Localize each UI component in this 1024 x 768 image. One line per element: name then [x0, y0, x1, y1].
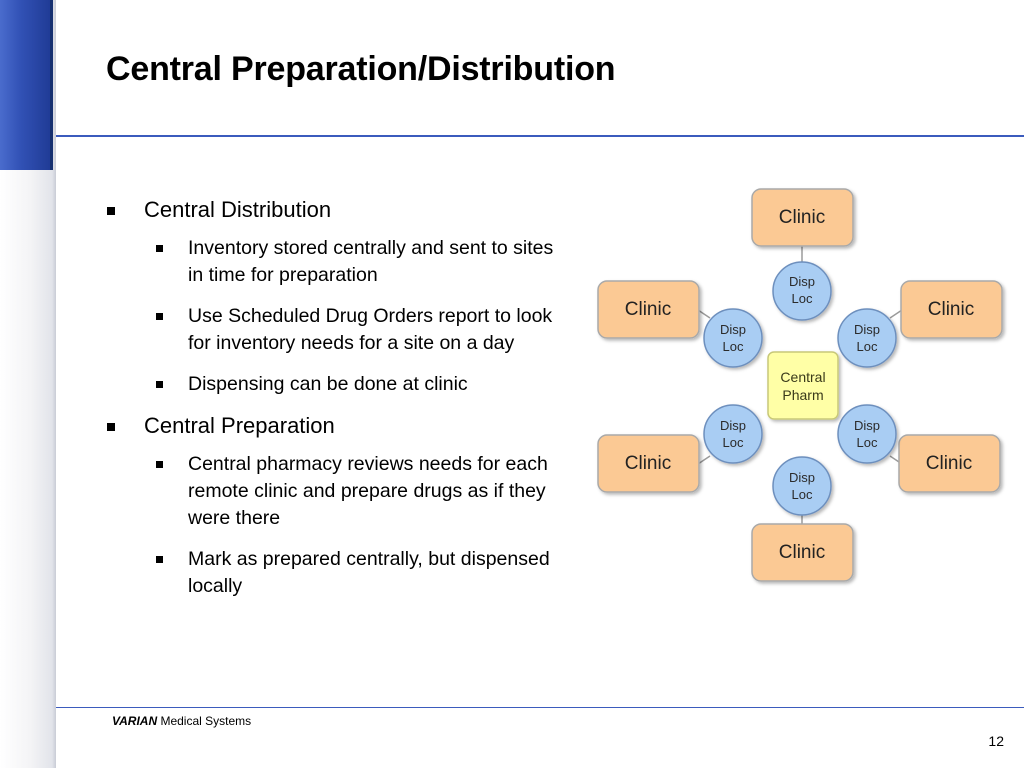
central-pharm-node: Central Pharm	[767, 351, 839, 420]
bullet-central-preparation: Central Preparation	[104, 412, 564, 439]
square-bullet-icon	[107, 207, 115, 215]
title-divider	[56, 135, 1024, 137]
disp-label-line2: Loc	[723, 435, 744, 450]
disp-label-line1: Disp	[789, 470, 815, 485]
square-bullet-icon	[156, 461, 163, 468]
disp-label-line2: Loc	[857, 435, 878, 450]
disp-label-line1: Disp	[854, 322, 880, 337]
sub-bullet-text: Use Scheduled Drug Orders report to look…	[188, 305, 553, 354]
central-label-line1: Central	[780, 369, 825, 385]
distribution-diagram: Clinic Clinic Clinic Clinic Clinic Clini…	[597, 188, 1003, 582]
bullet-text: Central Distribution	[144, 197, 332, 222]
page-number: 12	[988, 733, 1004, 749]
disp-loc-node-bottom: Disp Loc	[772, 456, 832, 516]
sub-bullet: Inventory stored centrally and sent to s…	[144, 235, 564, 289]
square-bullet-icon	[156, 245, 163, 252]
bullet-central-distribution: Central Distribution	[104, 196, 564, 223]
disp-label-line2: Loc	[792, 487, 813, 502]
sub-bullet: Use Scheduled Drug Orders report to look…	[144, 303, 564, 357]
disp-label-line2: Loc	[857, 339, 878, 354]
left-accent-edge	[50, 0, 53, 170]
disp-label-line1: Disp	[720, 418, 746, 433]
footer-brand: VARIAN Medical Systems	[112, 714, 251, 728]
clinic-label: Clinic	[928, 299, 974, 320]
sub-bullet-text: Inventory stored centrally and sent to s…	[188, 237, 554, 286]
bullet-text: Central Preparation	[144, 413, 335, 438]
square-bullet-icon	[107, 423, 115, 431]
bullet-list: Central Distribution Inventory stored ce…	[104, 196, 564, 614]
clinic-node-bottom: Clinic	[751, 523, 854, 582]
disp-label-line1: Disp	[720, 322, 746, 337]
sub-bullet: Central pharmacy reviews needs for each …	[144, 451, 564, 532]
clinic-label: Clinic	[625, 453, 671, 474]
clinic-node-upper-left: Clinic	[597, 280, 700, 339]
disp-loc-node-upper-right: Disp Loc	[837, 308, 897, 368]
disp-label-line1: Disp	[854, 418, 880, 433]
clinic-node-lower-left: Clinic	[597, 434, 700, 493]
brand-suffix: Medical Systems	[157, 714, 252, 728]
clinic-label: Clinic	[779, 542, 825, 563]
connector-line	[889, 309, 903, 319]
sub-bullet-text: Dispensing can be done at clinic	[188, 373, 468, 395]
sub-bullet: Mark as prepared centrally, but dispense…	[144, 546, 564, 600]
left-accent-bar	[0, 0, 52, 170]
clinic-node-top: Clinic	[751, 188, 854, 247]
clinic-label: Clinic	[926, 453, 972, 474]
clinic-label: Clinic	[779, 207, 825, 228]
disp-label-line2: Loc	[792, 291, 813, 306]
central-label-line2: Pharm	[782, 387, 823, 403]
clinic-node-lower-right: Clinic	[898, 434, 1001, 493]
sub-bullet-text: Mark as prepared centrally, but dispense…	[188, 548, 550, 597]
connector-line	[697, 455, 711, 465]
sub-bullet-text: Central pharmacy reviews needs for each …	[188, 453, 548, 529]
disp-loc-node-upper-left: Disp Loc	[703, 308, 763, 368]
disp-label-line1: Disp	[789, 274, 815, 289]
disp-loc-node-top: Disp Loc	[772, 261, 832, 321]
disp-loc-node-lower-right: Disp Loc	[837, 404, 897, 464]
square-bullet-icon	[156, 313, 163, 320]
square-bullet-icon	[156, 381, 163, 388]
slide-title: Central Preparation/Distribution	[106, 50, 616, 88]
sub-bullet: Dispensing can be done at clinic	[144, 371, 564, 398]
disp-label-line2: Loc	[723, 339, 744, 354]
connector-line	[697, 309, 711, 319]
clinic-label: Clinic	[625, 299, 671, 320]
brand-name: VARIAN	[112, 714, 158, 728]
disp-loc-node-lower-left: Disp Loc	[703, 404, 763, 464]
clinic-node-upper-right: Clinic	[900, 280, 1003, 339]
square-bullet-icon	[156, 556, 163, 563]
footer-divider	[56, 707, 1024, 708]
